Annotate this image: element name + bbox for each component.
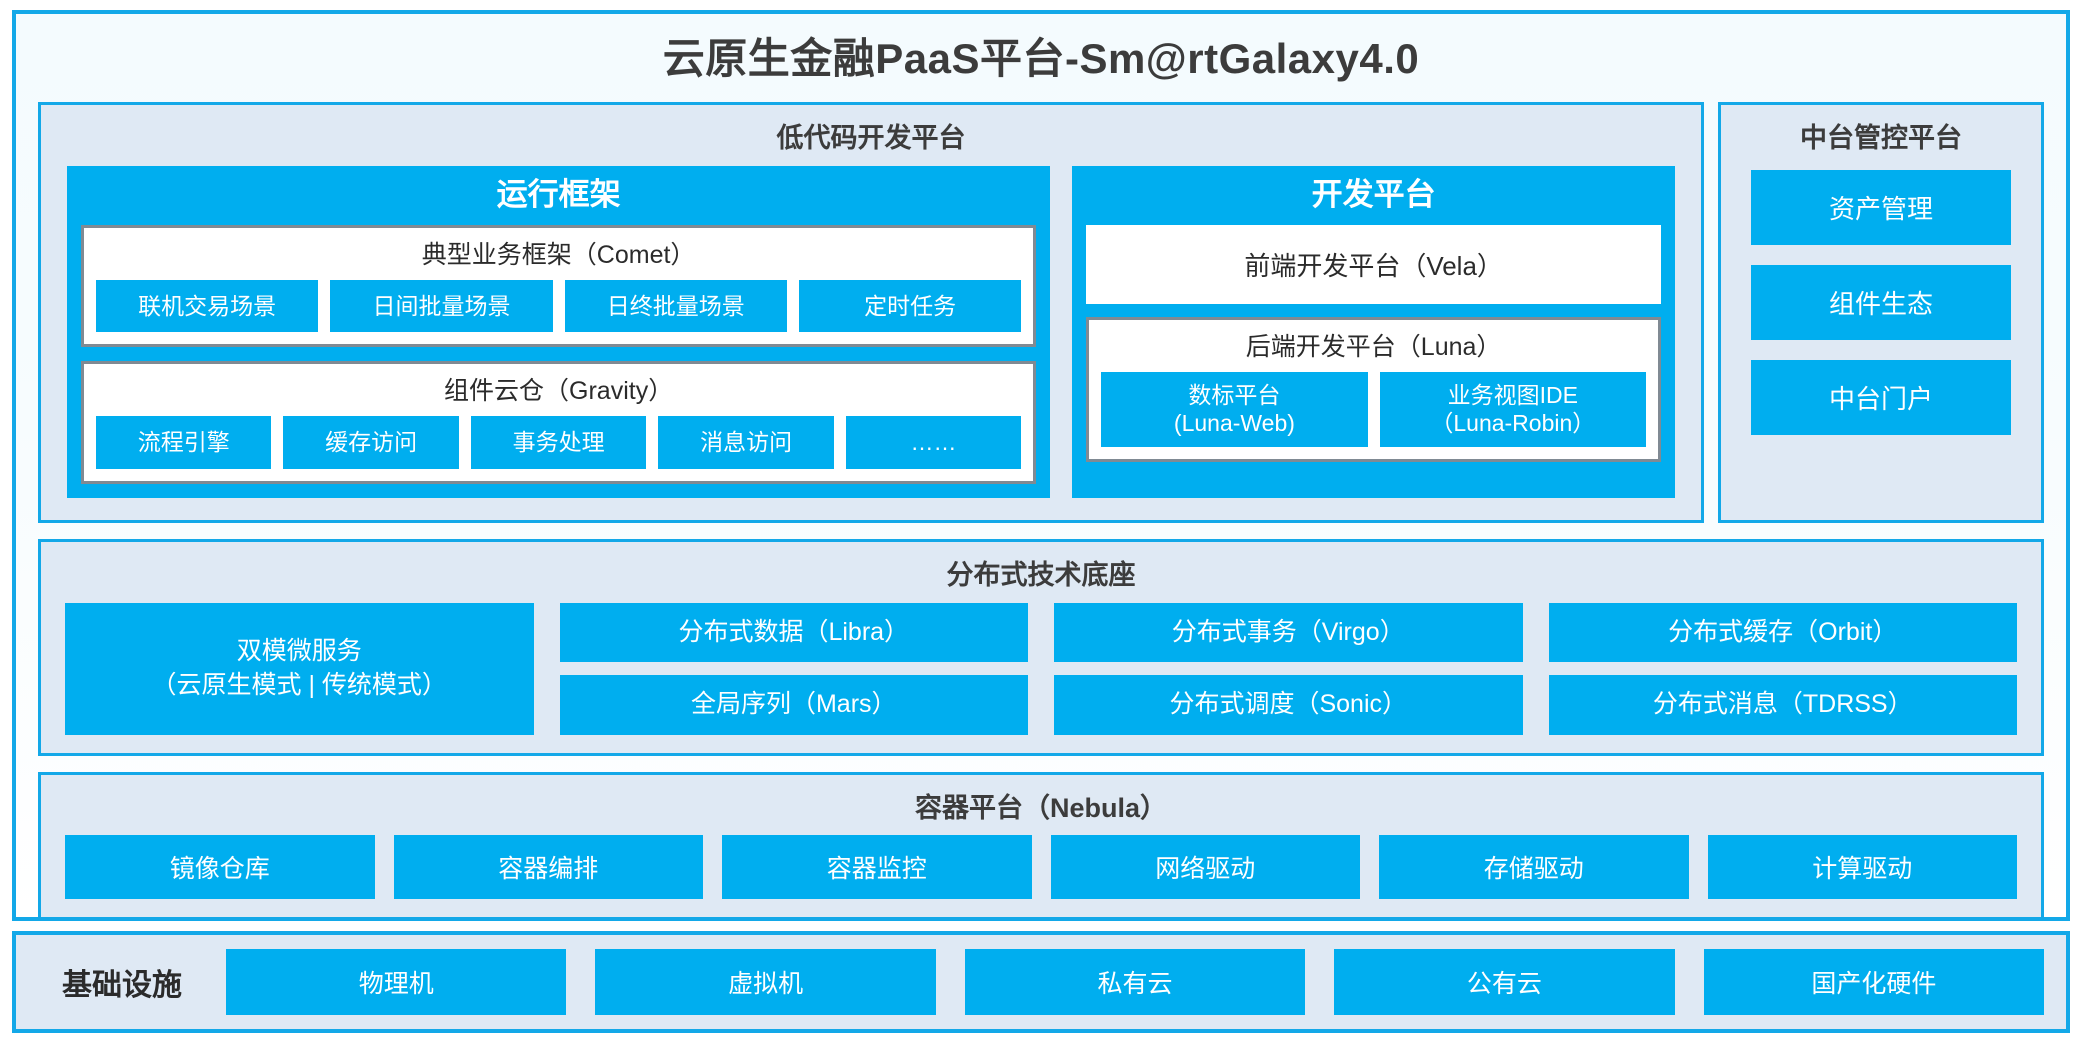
infrastructure-label: 基础设施	[62, 969, 182, 1002]
tech-cell-mars[interactable]: 全局序列（Mars）	[559, 675, 1028, 736]
comet-item[interactable]: 日终批量场景	[564, 279, 787, 333]
tech-base-panel: 分布式技术底座 双模微服务 （云原生模式 | 传统模式） 分布式数据（Libra…	[38, 539, 2044, 757]
container-item-network-driver[interactable]: 网络驱动	[1050, 835, 1360, 900]
container-item-monitoring[interactable]: 容器监控	[722, 835, 1032, 900]
backend-platform-box: 后端开发平台（Luna） 数标平台 (Luna-Web) 业务视图IDE （Lu…	[1086, 316, 1661, 463]
container-item-compute-driver[interactable]: 计算驱动	[1707, 835, 2017, 900]
gravity-title: 组件云仓（Gravity）	[444, 377, 674, 406]
backend-item-name: 数标平台	[1188, 381, 1281, 408]
comet-item[interactable]: 定时任务	[798, 279, 1022, 333]
console-platform-panel: 中台管控平台 资产管理 组件生态 中台门户	[1718, 102, 2044, 524]
backend-item-code: (Luna-Web)	[1173, 410, 1295, 437]
console-item-asset-management[interactable]: 资产管理	[1751, 169, 2011, 245]
tech-base-title: 分布式技术底座	[946, 560, 1136, 591]
lowcode-columns: 运行框架 典型业务框架（Comet） 联机交易场景 日间批量场景 日终批量场景 …	[57, 165, 1685, 505]
tech-base-grid: 双模微服务 （云原生模式 | 传统模式） 分布式数据（Libra） 全局序列（M…	[57, 602, 2025, 738]
tech-col-2: 分布式事务（Virgo） 分布式调度（Sonic）	[1054, 602, 1523, 736]
tech-col-3: 分布式缓存（Orbit） 分布式消息（TDRSS）	[1548, 602, 2017, 736]
tech-cell-sonic[interactable]: 分布式调度（Sonic）	[1054, 675, 1523, 736]
gravity-item[interactable]: 流程引擎	[96, 416, 272, 470]
top-region: 低代码开发平台 运行框架 典型业务框架（Comet） 联机交易场景 日间批量场景…	[38, 102, 2044, 524]
container-platform-grid: 镜像仓库 容器编排 容器监控 网络驱动 存储驱动 计算驱动	[57, 835, 2025, 901]
page-title: 云原生金融PaaS平台-Sm@rtGalaxy4.0	[662, 35, 1420, 82]
frontend-platform-box[interactable]: 前端开发平台（Vela）	[1086, 224, 1661, 304]
gravity-item-row: 流程引擎 缓存访问 事务处理 消息访问 ……	[96, 416, 1022, 470]
container-platform-panel: 容器平台（Nebula） 镜像仓库 容器编排 容器监控 网络驱动 存储驱动 计算…	[38, 772, 2044, 921]
platform-main-frame: 云原生金融PaaS平台-Sm@rtGalaxy4.0 低代码开发平台 运行框架 …	[12, 10, 2070, 921]
comet-item[interactable]: 日间批量场景	[330, 279, 553, 333]
container-item-orchestration[interactable]: 容器编排	[393, 835, 703, 900]
backend-item-code: （Luna-Robin）	[1430, 410, 1596, 437]
tech-col-microservice: 双模微服务 （云原生模式 | 传统模式）	[65, 602, 534, 736]
runtime-framework-title: 运行框架	[496, 176, 621, 212]
infra-item-public-cloud[interactable]: 公有云	[1334, 949, 1675, 1015]
gravity-item[interactable]: 事务处理	[470, 416, 647, 470]
gravity-item-more[interactable]: ……	[845, 416, 1022, 470]
comet-title: 典型业务框架（Comet）	[421, 240, 696, 269]
tech-cell-tdrss[interactable]: 分布式消息（TDRSS）	[1548, 675, 2017, 736]
infra-item-private-cloud[interactable]: 私有云	[964, 949, 1306, 1015]
infrastructure-bar: 基础设施 物理机 虚拟机 私有云 公有云 国产化硬件	[12, 931, 2070, 1033]
container-item-storage-driver[interactable]: 存储驱动	[1379, 835, 1689, 900]
comet-item[interactable]: 联机交易场景	[96, 279, 319, 333]
infrastructure-item-list: 物理机 虚拟机 私有云 公有云 国产化硬件	[226, 949, 2045, 1015]
lowcode-platform-title: 低代码开发平台	[776, 123, 966, 154]
comet-box: 典型业务框架（Comet） 联机交易场景 日间批量场景 日终批量场景 定时任务	[81, 224, 1037, 348]
gravity-item[interactable]: 缓存访问	[283, 416, 459, 470]
infra-item-domestic-hardware[interactable]: 国产化硬件	[1703, 949, 2045, 1015]
backend-platform-title: 后端开发平台（Luna）	[1245, 332, 1502, 361]
runtime-framework-card: 运行框架 典型业务框架（Comet） 联机交易场景 日间批量场景 日终批量场景 …	[67, 165, 1051, 499]
backend-item-row: 数标平台 (Luna-Web) 业务视图IDE （Luna-Robin）	[1101, 371, 1647, 448]
console-item-list: 资产管理 组件生态 中台门户	[1737, 166, 2025, 441]
development-platform-card: 开发平台 前端开发平台（Vela） 后端开发平台（Luna） 数标平台 (Lun…	[1072, 165, 1675, 499]
container-platform-title: 容器平台（Nebula）	[914, 793, 1168, 824]
comet-item-row: 联机交易场景 日间批量场景 日终批量场景 定时任务	[96, 279, 1022, 333]
backend-item-luna-web[interactable]: 数标平台 (Luna-Web)	[1101, 371, 1368, 448]
microservice-line1: 双模微服务	[236, 637, 362, 666]
gravity-item[interactable]: 消息访问	[658, 416, 834, 470]
container-item-image-registry[interactable]: 镜像仓库	[65, 835, 375, 900]
console-platform-title: 中台管控平台	[1800, 123, 1962, 154]
backend-item-name: 业务视图IDE	[1447, 381, 1578, 408]
console-item-component-ecosystem[interactable]: 组件生态	[1751, 264, 2011, 340]
tech-cell-orbit[interactable]: 分布式缓存（Orbit）	[1548, 602, 2017, 663]
lowcode-platform-panel: 低代码开发平台 运行框架 典型业务框架（Comet） 联机交易场景 日间批量场景…	[38, 102, 1704, 524]
tech-col-1: 分布式数据（Libra） 全局序列（Mars）	[559, 602, 1028, 736]
tech-cell-libra[interactable]: 分布式数据（Libra）	[559, 602, 1028, 663]
gravity-box: 组件云仓（Gravity） 流程引擎 缓存访问 事务处理 消息访问 ……	[81, 361, 1037, 485]
console-item-portal[interactable]: 中台门户	[1751, 359, 2011, 435]
infra-item-virtual-machine[interactable]: 虚拟机	[595, 949, 936, 1015]
infra-item-physical-machine[interactable]: 物理机	[226, 949, 567, 1015]
backend-item-luna-robin[interactable]: 业务视图IDE （Luna-Robin）	[1379, 371, 1647, 448]
microservice-line2: （云原生模式 | 传统模式）	[151, 670, 447, 699]
tech-cell-microservice[interactable]: 双模微服务 （云原生模式 | 传统模式）	[65, 602, 534, 736]
tech-cell-virgo[interactable]: 分布式事务（Virgo）	[1054, 602, 1523, 663]
development-platform-title: 开发平台	[1311, 176, 1436, 212]
